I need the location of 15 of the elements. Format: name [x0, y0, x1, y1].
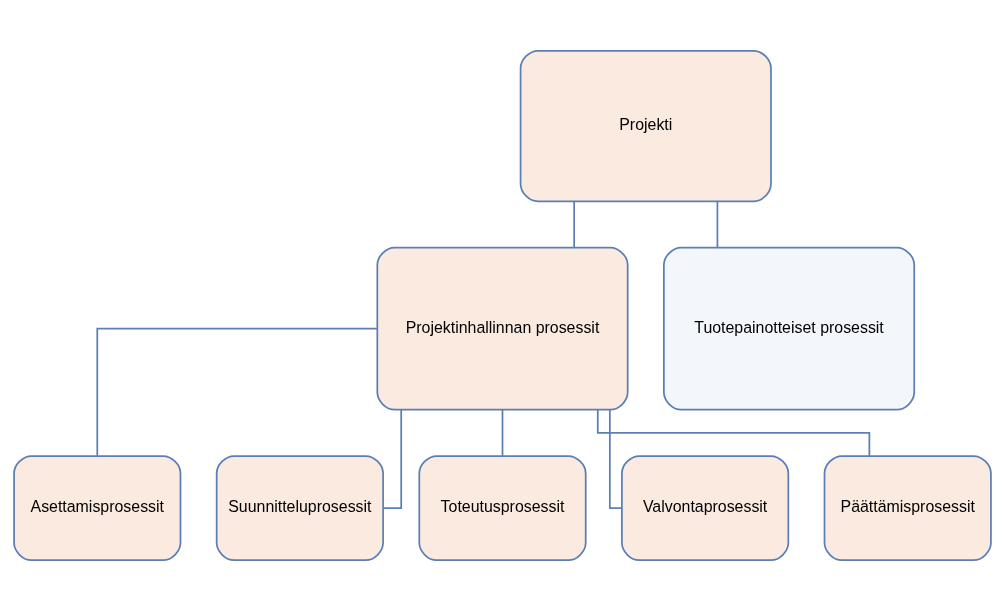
node-box: Valvontaprosessit [621, 454, 790, 561]
node-box: Tuotepainotteiset prosessit [663, 246, 916, 411]
connector [716, 200, 719, 248]
node-box: Toteutusprosessit [418, 454, 587, 561]
node-box: Päättämisprosessit [823, 454, 992, 561]
connector [382, 408, 403, 509]
connector [96, 327, 378, 457]
connector [608, 408, 623, 509]
connector [596, 408, 871, 457]
connector [573, 200, 575, 248]
node-box: Suunnitteluprosessit [215, 454, 384, 561]
node-box: Projekti [519, 49, 772, 202]
node-box: Projektinhallinnan prosessit [376, 246, 629, 411]
connector [501, 408, 504, 457]
node-box: Asettamisprosessit [13, 454, 182, 561]
